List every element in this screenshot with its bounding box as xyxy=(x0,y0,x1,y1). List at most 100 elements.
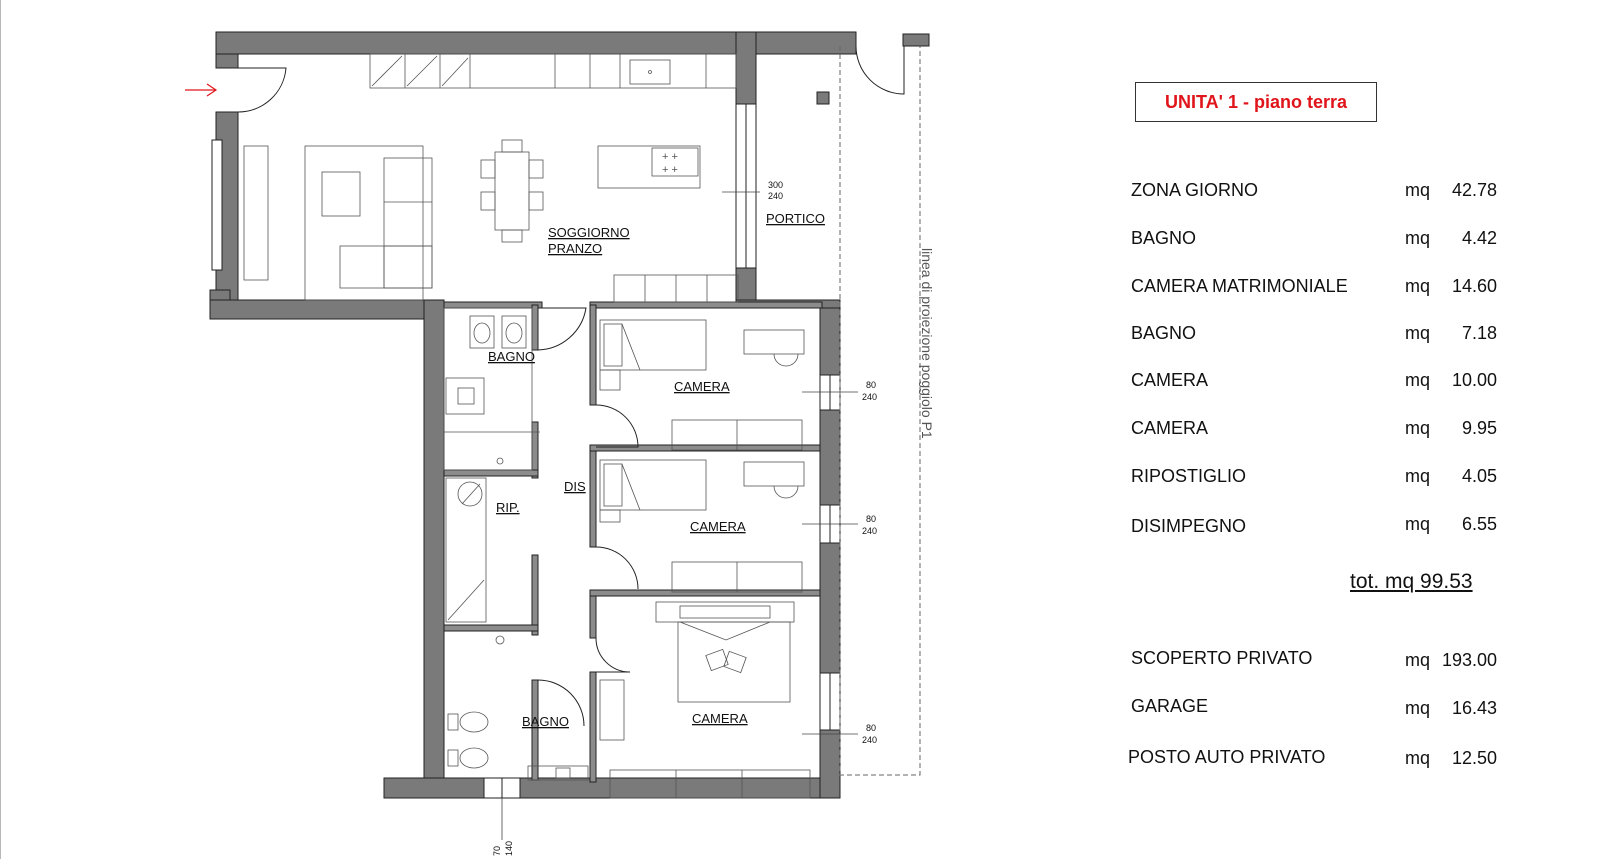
window-1-width: 300 xyxy=(768,180,783,190)
extra-row-value: 16.43 xyxy=(1451,698,1497,718)
projection-note: linea di proiezione poggiolo P1 xyxy=(919,248,935,439)
window-2-height: 240 xyxy=(862,392,877,402)
label-bagno-top: BAGNO xyxy=(488,349,535,364)
area-row-label: CAMERA xyxy=(1131,370,1209,390)
bath-door xyxy=(537,307,587,351)
camera3-door xyxy=(595,637,631,673)
partition-bath2-east xyxy=(531,679,539,781)
area-row-unit: mq xyxy=(1405,370,1431,390)
partition-camera3-west-low xyxy=(589,671,597,783)
partition-camera2-3 xyxy=(589,589,821,597)
label-bagno-bottom: BAGNO xyxy=(522,714,569,729)
kitchen-counter xyxy=(369,53,737,89)
north-wall xyxy=(215,31,857,55)
bathroom-top-fixtures xyxy=(443,307,540,471)
camera1-door xyxy=(595,404,639,448)
label-camera-3: CAMERA xyxy=(692,711,748,726)
entrance-arrow xyxy=(185,83,218,97)
svg-text:+ +: + + xyxy=(662,164,678,176)
area-row-value: 6.55 xyxy=(1461,514,1497,534)
entry-door xyxy=(237,67,287,113)
area-row-label: RIPOSTIGLIO xyxy=(1131,466,1247,486)
wall-stub-ne-entry xyxy=(215,53,239,69)
extra-row-unit: mq xyxy=(1405,698,1431,718)
area-row-value: 10.00 xyxy=(1451,370,1497,390)
area-row-unit: mq xyxy=(1405,514,1431,534)
window-4-width: 80 xyxy=(866,723,876,733)
ripostiglio-fixtures xyxy=(445,477,487,623)
area-row-unit: mq xyxy=(1405,323,1431,343)
window-3-width: 80 xyxy=(866,514,876,524)
area-row-unit: mq xyxy=(1405,276,1431,296)
extra-row-value: 12.50 xyxy=(1451,748,1497,768)
floor-plan: + + + + xyxy=(185,31,935,856)
area-row-label: ZONA GIORNO xyxy=(1131,180,1259,200)
camera2-door xyxy=(595,546,639,590)
camera-1-furniture xyxy=(599,319,805,451)
area-row-label: CAMERA xyxy=(1131,418,1209,438)
window-5-width: 70 xyxy=(492,846,502,856)
partition-rip-east xyxy=(531,554,539,636)
label-camera-2: CAMERA xyxy=(690,519,746,534)
doors xyxy=(237,45,905,727)
label-rip: RIP. xyxy=(496,500,520,515)
area-row-value: 14.60 xyxy=(1451,276,1497,296)
portico-column xyxy=(816,91,830,105)
area-row-unit: mq xyxy=(1405,418,1431,438)
window-5-height: 140 xyxy=(504,841,514,856)
partition-camera2-west xyxy=(589,450,597,548)
area-row-label: BAGNO xyxy=(1131,323,1197,343)
projection-line xyxy=(839,46,921,776)
area-row-unit: mq xyxy=(1405,466,1431,486)
living-bench xyxy=(613,274,739,303)
area-row-unit: mq xyxy=(1405,180,1431,200)
extra-row-unit: mq xyxy=(1405,650,1431,670)
area-row-label: DISIMPEGNO xyxy=(1131,516,1247,536)
label-camera-1: CAMERA xyxy=(674,379,730,394)
exterior-walls xyxy=(209,31,930,799)
portico-wall-upper xyxy=(735,31,757,105)
south-wall-east xyxy=(519,777,841,799)
label-soggiorno: SOGGIORNO xyxy=(548,225,630,240)
partition-bath-top xyxy=(443,301,543,309)
area-row-unit: mq xyxy=(1405,228,1431,248)
window-1-height: 240 xyxy=(768,191,783,201)
south-wall-west xyxy=(383,777,485,799)
east-wall-3 xyxy=(819,542,841,674)
label-pranzo: PRANZO xyxy=(548,241,602,256)
window-3-height: 240 xyxy=(862,526,877,536)
partition-camera1-west xyxy=(589,304,597,406)
label-portico: PORTICO xyxy=(766,211,825,226)
partitions xyxy=(443,301,823,783)
partition-camera3-west xyxy=(589,595,597,639)
extra-row-label: SCOPERTO PRIVATO xyxy=(1131,648,1313,668)
window-4-height: 240 xyxy=(862,735,877,745)
kitchen-island: + + + + xyxy=(597,145,701,189)
extra-row-label: GARAGE xyxy=(1131,696,1209,716)
camera-3-furniture xyxy=(599,601,811,799)
portico-door xyxy=(855,45,905,95)
partition-bath-rip xyxy=(443,469,539,477)
portico-pillar xyxy=(902,33,930,47)
window-2-width: 80 xyxy=(866,380,876,390)
kitchen-sink-icon xyxy=(629,59,671,85)
unit-title: UNITA' 1 - piano terra xyxy=(1135,82,1377,122)
east-wall-2 xyxy=(819,409,841,506)
bathroom-bottom-fixtures xyxy=(447,635,589,781)
page-left-border xyxy=(0,0,1,859)
extra-row-label: POSTO AUTO PRIVATO xyxy=(1128,747,1326,767)
total-area: tot. mq 99.53 xyxy=(1350,570,1473,593)
area-row-value: 7.18 xyxy=(1461,323,1497,343)
east-wall-1 xyxy=(819,304,841,376)
area-row-label: BAGNO xyxy=(1131,228,1197,248)
area-row-value: 9.95 xyxy=(1461,418,1497,438)
dimension-leaders xyxy=(501,191,858,840)
sofa-set xyxy=(243,145,433,301)
east-wall-4 xyxy=(819,729,841,799)
portico-wall-lower xyxy=(735,267,757,301)
living-south-wall xyxy=(209,299,443,320)
area-row-value: 4.42 xyxy=(1461,228,1497,248)
area-row-value: 42.78 xyxy=(1451,180,1497,200)
area-row-value: 4.05 xyxy=(1461,466,1497,486)
west-wall-bedroom-wing xyxy=(423,299,445,799)
